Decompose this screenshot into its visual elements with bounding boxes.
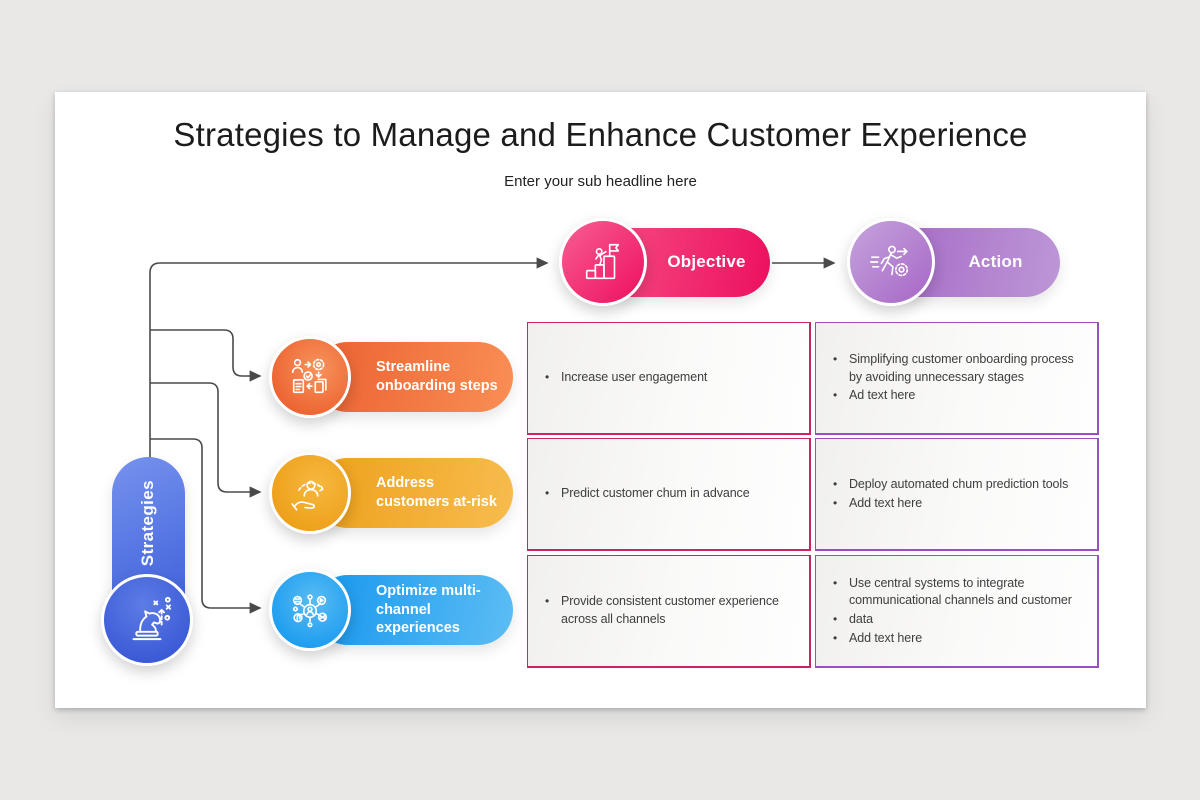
- bullet-list: Simplifying customer onboarding process …: [816, 350, 1097, 406]
- strategy-pill-streamline-onboarding: Streamline onboarding steps: [313, 342, 513, 412]
- bullet-item: Add text here: [833, 495, 1087, 513]
- onboarding-flow-icon: [291, 358, 327, 394]
- bullet-item: Add text here: [833, 630, 1087, 648]
- bullet-item: Increase user engagement: [545, 369, 799, 387]
- bullet-item: data: [833, 611, 1087, 629]
- connector-branch-row2: [150, 382, 262, 498]
- connector-lines: [149, 257, 836, 614]
- connector-branch-row1: [150, 329, 262, 382]
- action-box-row2: Deploy automated chum prediction toolsAd…: [815, 438, 1099, 551]
- objective-header-badge: [559, 218, 647, 306]
- bullet-list: Use central systems to integrate communi…: [816, 574, 1097, 649]
- strategies-root-badge: [101, 574, 193, 666]
- action-box-row3: Use central systems to integrate communi…: [815, 555, 1099, 668]
- page-title: Strategies to Manage and Enhance Custome…: [173, 116, 1028, 153]
- chess-knight-strategy-icon: [132, 596, 172, 641]
- sub-headline: Enter your sub headline here: [504, 173, 697, 190]
- strategies-root-label: Strategies: [138, 480, 158, 567]
- action-box-row1: Simplifying customer onboarding process …: [815, 322, 1099, 435]
- strategy-label: Address customers at-risk: [376, 475, 497, 510]
- customer-retention-hand-icon: [291, 480, 324, 511]
- strategy-badge-address-at-risk: [269, 452, 351, 534]
- strategy-label: Streamline onboarding steps: [376, 359, 498, 394]
- connector-root-to-objective: [149, 257, 549, 458]
- bullet-list: Provide consistent customer experience a…: [528, 592, 809, 630]
- goal-steps-flag-icon: [585, 243, 620, 280]
- bullet-list: Increase user engagement: [528, 368, 809, 388]
- bullet-item: Predict customer chum in advance: [545, 485, 799, 503]
- objective-box-row3: Provide consistent customer experience a…: [527, 555, 811, 668]
- connector-branch-row3: [150, 438, 262, 614]
- bullet-list: Deploy automated chum prediction toolsAd…: [816, 475, 1097, 514]
- strategy-label: Optimize multi- channel experiences: [376, 582, 481, 637]
- multi-channel-icon: [292, 594, 328, 628]
- strategy-badge-streamline-onboarding: [269, 336, 351, 418]
- bullet-item: Deploy automated chum prediction tools: [833, 476, 1087, 494]
- slide-canvas: Strategies to Manage and Enhance Custome…: [55, 92, 1146, 708]
- bullet-item: Use central systems to integrate communi…: [833, 575, 1087, 611]
- action-header-badge: [847, 218, 935, 306]
- bullet-list: Predict customer chum in advance: [528, 484, 809, 504]
- bullet-item: Provide consistent customer experience a…: [545, 593, 799, 629]
- bullet-item: Simplifying customer onboarding process …: [833, 351, 1087, 387]
- objective-box-row2: Predict customer chum in advance: [527, 438, 811, 551]
- objective-box-row1: Increase user engagement: [527, 322, 811, 435]
- objective-header-label: Objective: [667, 252, 746, 272]
- strategy-badge-optimize-multichannel: [269, 569, 351, 651]
- bullet-item: Ad text here: [833, 387, 1087, 405]
- running-person-gear-icon: [870, 245, 909, 277]
- action-header-label: Action: [968, 252, 1023, 272]
